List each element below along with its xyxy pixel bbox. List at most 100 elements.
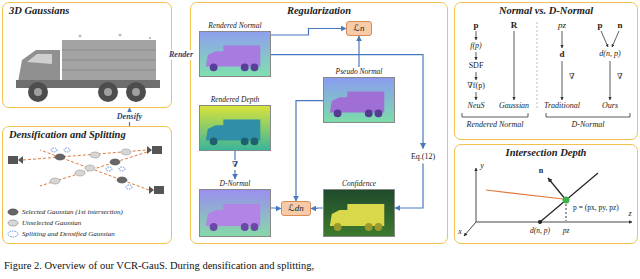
- label-box: R: [511, 20, 518, 30]
- intersection-sketch-part: [563, 197, 570, 204]
- intersection-sketch-part: [538, 220, 542, 224]
- normal-comparison-arrows-part: [476, 31, 477, 40]
- gradient-symbol: ∇f(p): [467, 81, 485, 91]
- distance-symbol: d(n, p): [599, 49, 620, 59]
- figure-caption: Figure 2. Overview of our VCR-GauS. Duri…: [4, 259, 314, 272]
- depth-symbol: pz: [558, 20, 566, 30]
- method-name: Gaussian: [499, 101, 529, 111]
- densification-sketch-part: [75, 170, 85, 176]
- densification-sketch-part: [119, 167, 125, 171]
- legend-swatch: [6, 208, 20, 216]
- truck-gaussians-part: [149, 37, 151, 39]
- equation-label: Eq.(12): [411, 151, 435, 162]
- truck-wheel: [251, 223, 259, 231]
- label-box: Rendered Normal: [467, 120, 524, 130]
- truck-gaussians-part: [119, 34, 122, 37]
- depth-label: pz: [563, 226, 570, 236]
- truck-silhouette: [324, 190, 394, 236]
- truck-gaussians-part: [28, 82, 48, 102]
- distance-symbol: d: [559, 49, 564, 59]
- connector-arrow: [271, 55, 423, 149]
- connector-arrow: [311, 207, 323, 209]
- regularization-panel: RegularizationRendered NormalℒnRendered …: [190, 2, 448, 244]
- intersection-sketch: [464, 168, 632, 236]
- densification-sketch-part: [8, 156, 18, 164]
- connector-arrow: [296, 101, 323, 201]
- label-box: NeuS: [468, 101, 485, 111]
- legend-row: Selected Gaussian (1st intersection): [6, 206, 123, 217]
- legend-row: Splitting and Densified Gaussian: [6, 228, 123, 239]
- truck-body: [206, 45, 260, 66]
- image-caption: Rendered Normal: [199, 21, 271, 31]
- image-caption: Pseudo Normal: [323, 67, 395, 77]
- legend-text: Splitting and Densified Gaussian: [22, 229, 115, 239]
- normal-comparison-arrows-part: [612, 31, 619, 47]
- truck-silhouette: [200, 106, 270, 150]
- intersection-sketch-part: [476, 222, 632, 223]
- densification-sketch-part: [121, 149, 131, 155]
- legend-row: Unselected Gaussian: [6, 217, 123, 228]
- densification-sketch-part: [18, 156, 23, 164]
- rendered-normal-image: Rendered Normal: [199, 21, 271, 77]
- axis-label: x: [458, 227, 462, 237]
- densification-sketch-part: [152, 146, 162, 154]
- truck-silhouette: [200, 32, 270, 76]
- densification-sketch-part: [117, 177, 127, 183]
- normal-comparison-arrows-part: [476, 92, 477, 100]
- intersection-sketch-part: [464, 222, 476, 236]
- distance-label: d(n, p): [530, 226, 550, 236]
- normal-comparison-arrows-part: [610, 61, 611, 100]
- truck-gaussians-part: [132, 88, 140, 96]
- label-box: ∇f(p): [467, 81, 485, 91]
- legend-text: Selected Gaussian (1st intersection): [22, 207, 123, 217]
- gaussian-symbol: [8, 220, 18, 226]
- normal-symbol: n: [617, 20, 622, 30]
- densification-sketch-part: [147, 146, 152, 154]
- connector-arrow: [271, 29, 346, 36]
- panel-title: Normal vs. D-Normal: [455, 3, 637, 19]
- point-label: p = (px, py, pz): [573, 203, 619, 213]
- densification-sketch-part: [126, 185, 132, 189]
- panel-title: 3D Gaussians: [3, 3, 171, 19]
- truck-wheel: [241, 64, 249, 72]
- label-box: p: [597, 20, 602, 30]
- gaussian-symbol: [8, 231, 18, 237]
- method-name: Traditional: [544, 101, 580, 111]
- d-normal-image: D-Normal: [199, 179, 271, 237]
- truck-silhouette: [200, 190, 270, 236]
- normal-comparison-arrows-part: [476, 72, 477, 80]
- axis-label: y: [480, 161, 484, 171]
- label-box: f(p): [470, 41, 482, 51]
- loss-label: ℒdn: [288, 203, 303, 214]
- edge-label-box: Render: [168, 50, 194, 60]
- densification-sketch-part: [90, 152, 100, 158]
- truck-wheel: [365, 223, 373, 231]
- legend-swatch: [6, 230, 20, 238]
- axis-label: z: [628, 209, 631, 219]
- connector-arrow: [358, 36, 359, 67]
- image-caption: D-Normal: [199, 179, 271, 189]
- label-box: p: [473, 20, 478, 30]
- intersection-sketch-part: [548, 178, 566, 200]
- truck-wheel: [241, 138, 249, 146]
- edge-label: Densify: [116, 112, 143, 122]
- render-image: [199, 31, 271, 77]
- truck-wheel: [251, 138, 259, 146]
- truck-gaussians-part: [79, 35, 82, 38]
- connector-arrow: [271, 207, 281, 209]
- point-symbol: p: [597, 20, 602, 30]
- label-box: y: [480, 161, 484, 171]
- edge-label: ∇: [231, 160, 239, 170]
- truck-wheel: [365, 110, 373, 118]
- label-box: Gaussian: [499, 101, 529, 111]
- truck-wheel: [251, 64, 259, 72]
- loss-label: ℒn: [354, 23, 365, 34]
- densification-sketch-part: [40, 150, 149, 190]
- rendered-depth-image: Rendered Depth: [199, 95, 271, 151]
- truck-body: [330, 204, 384, 226]
- truck-body: [206, 204, 260, 226]
- image-caption: Rendered Depth: [199, 95, 271, 105]
- label-box: SDF: [469, 61, 484, 71]
- rotation-symbol: R: [511, 20, 518, 30]
- normal-symbol: n: [539, 166, 543, 176]
